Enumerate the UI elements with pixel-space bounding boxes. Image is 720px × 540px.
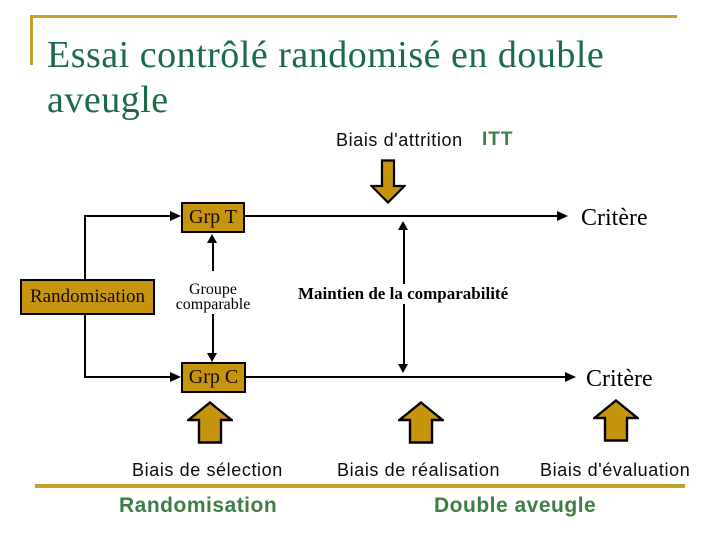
groupe-comparable-label: Groupe comparable bbox=[163, 281, 263, 313]
arrowhead-gcomp-up-icon bbox=[207, 234, 217, 243]
randomisation-box-label: Randomisation bbox=[29, 286, 146, 307]
evaluation-up-arrow-icon bbox=[593, 399, 639, 442]
bottom-gold-rule bbox=[35, 484, 685, 488]
top-gold-rule bbox=[30, 15, 677, 18]
groupe-comparable-line1: Groupe bbox=[189, 281, 237, 298]
biais-selection-label: Biais de sélection bbox=[132, 460, 283, 480]
connector-gcomp-down bbox=[212, 314, 214, 354]
left-gold-rule bbox=[30, 15, 33, 65]
connector-gcomp-up bbox=[212, 241, 214, 271]
slide-title-line1: Essai contrôlé randomisé en double bbox=[47, 34, 605, 76]
biais-attrition-label: Biais d'attrition bbox=[336, 130, 463, 150]
grp-t-box: Grp T bbox=[181, 202, 245, 233]
maintien-comparabilite-label: Maintien de la comparabilité bbox=[296, 284, 511, 304]
grp-c-box: Grp C bbox=[181, 362, 246, 393]
arrowhead-critere-top-icon bbox=[557, 211, 568, 221]
critere-top-label: Critère bbox=[581, 205, 648, 231]
arrowhead-gcomp-down-icon bbox=[207, 353, 217, 362]
double-aveugle-method-label: Double aveugle bbox=[434, 494, 597, 517]
connector-grpt-critere bbox=[245, 215, 558, 217]
critere-bottom-label: Critère bbox=[586, 366, 653, 392]
grp-c-label: Grp C bbox=[188, 366, 239, 388]
grp-t-label: Grp T bbox=[189, 206, 237, 228]
attrition-down-arrow-icon bbox=[370, 159, 406, 204]
realisation-up-arrow-icon bbox=[398, 401, 444, 444]
randomisation-box: Randomisation bbox=[20, 279, 155, 315]
connector-to-grpt bbox=[84, 215, 172, 217]
selection-up-arrow-icon bbox=[187, 401, 233, 444]
groupe-comparable-line2: comparable bbox=[175, 296, 251, 313]
arrowhead-into-grpc-icon bbox=[170, 372, 181, 382]
arrowhead-into-grpt-icon bbox=[170, 211, 181, 221]
arrowhead-maintien-down-icon bbox=[398, 364, 408, 373]
biais-evaluation-label: Biais d'évaluation bbox=[540, 460, 691, 480]
slide-title-line2: aveugle bbox=[47, 79, 169, 121]
randomisation-method-label: Randomisation bbox=[119, 494, 278, 517]
biais-realisation-label: Biais de réalisation bbox=[337, 460, 501, 480]
itt-label: ITT bbox=[482, 129, 514, 150]
slide-title: Essai contrôlé randomisé en double aveug… bbox=[47, 33, 604, 123]
connector-to-grpc bbox=[84, 376, 172, 378]
connector-grpc-critere bbox=[246, 376, 566, 378]
arrowhead-maintien-up-icon bbox=[398, 221, 408, 230]
arrowhead-critere-bottom-icon bbox=[565, 372, 576, 382]
